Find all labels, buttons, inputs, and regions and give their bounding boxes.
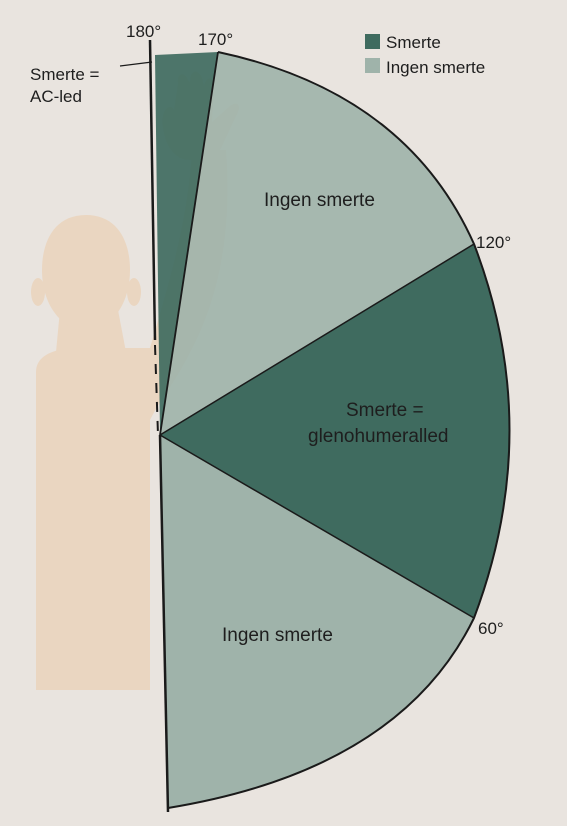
label-lower-no-pain: Ingen smerte bbox=[222, 625, 333, 646]
ray-120 bbox=[159, 243, 475, 436]
label-mid-pain-line1: Smerte = bbox=[346, 400, 424, 421]
region-labels: Ingen smerte Smerte = glenohumeralled In… bbox=[30, 65, 449, 646]
figure-head bbox=[42, 215, 130, 333]
outer-arc bbox=[167, 51, 511, 809]
angle-label-120: 120° bbox=[476, 233, 511, 252]
sector-upper-no-pain bbox=[160, 52, 474, 435]
axis-vertical-lower bbox=[158, 434, 170, 813]
legend-swatch-pain bbox=[365, 34, 380, 49]
sector-ac-pain bbox=[155, 52, 218, 435]
axis-vertical-upper bbox=[148, 39, 157, 341]
ray-170 bbox=[159, 51, 219, 436]
label-upper-no-pain: Ingen smerte bbox=[264, 190, 375, 211]
label-ac-pain-line2: AC-led bbox=[30, 87, 82, 106]
figure-body bbox=[36, 348, 150, 690]
figure-ear-left bbox=[31, 278, 45, 306]
ac-leader-line bbox=[119, 61, 153, 67]
label-mid-pain-line2: glenohumeralled bbox=[308, 426, 449, 447]
angle-label-180: 180° bbox=[126, 22, 161, 41]
axis-vertical-dashed bbox=[154, 344, 159, 436]
angle-label-170: 170° bbox=[198, 30, 233, 49]
outlines bbox=[119, 39, 511, 813]
sectors bbox=[155, 52, 510, 808]
label-ac-pain-line1: Smerte = bbox=[30, 65, 100, 84]
legend: Smerte Ingen smerte bbox=[365, 33, 485, 77]
sector-mid-pain bbox=[160, 244, 510, 618]
sector-lower-no-pain bbox=[160, 435, 474, 808]
legend-label-pain: Smerte bbox=[386, 33, 441, 52]
ray-60 bbox=[159, 434, 475, 619]
angle-label-60: 60° bbox=[478, 619, 504, 638]
angle-labels: 180° 170° 120° 60° bbox=[126, 22, 511, 638]
legend-label-no-pain: Ingen smerte bbox=[386, 58, 485, 77]
legend-swatch-no-pain bbox=[365, 58, 380, 73]
figure-ear-right bbox=[127, 278, 141, 306]
